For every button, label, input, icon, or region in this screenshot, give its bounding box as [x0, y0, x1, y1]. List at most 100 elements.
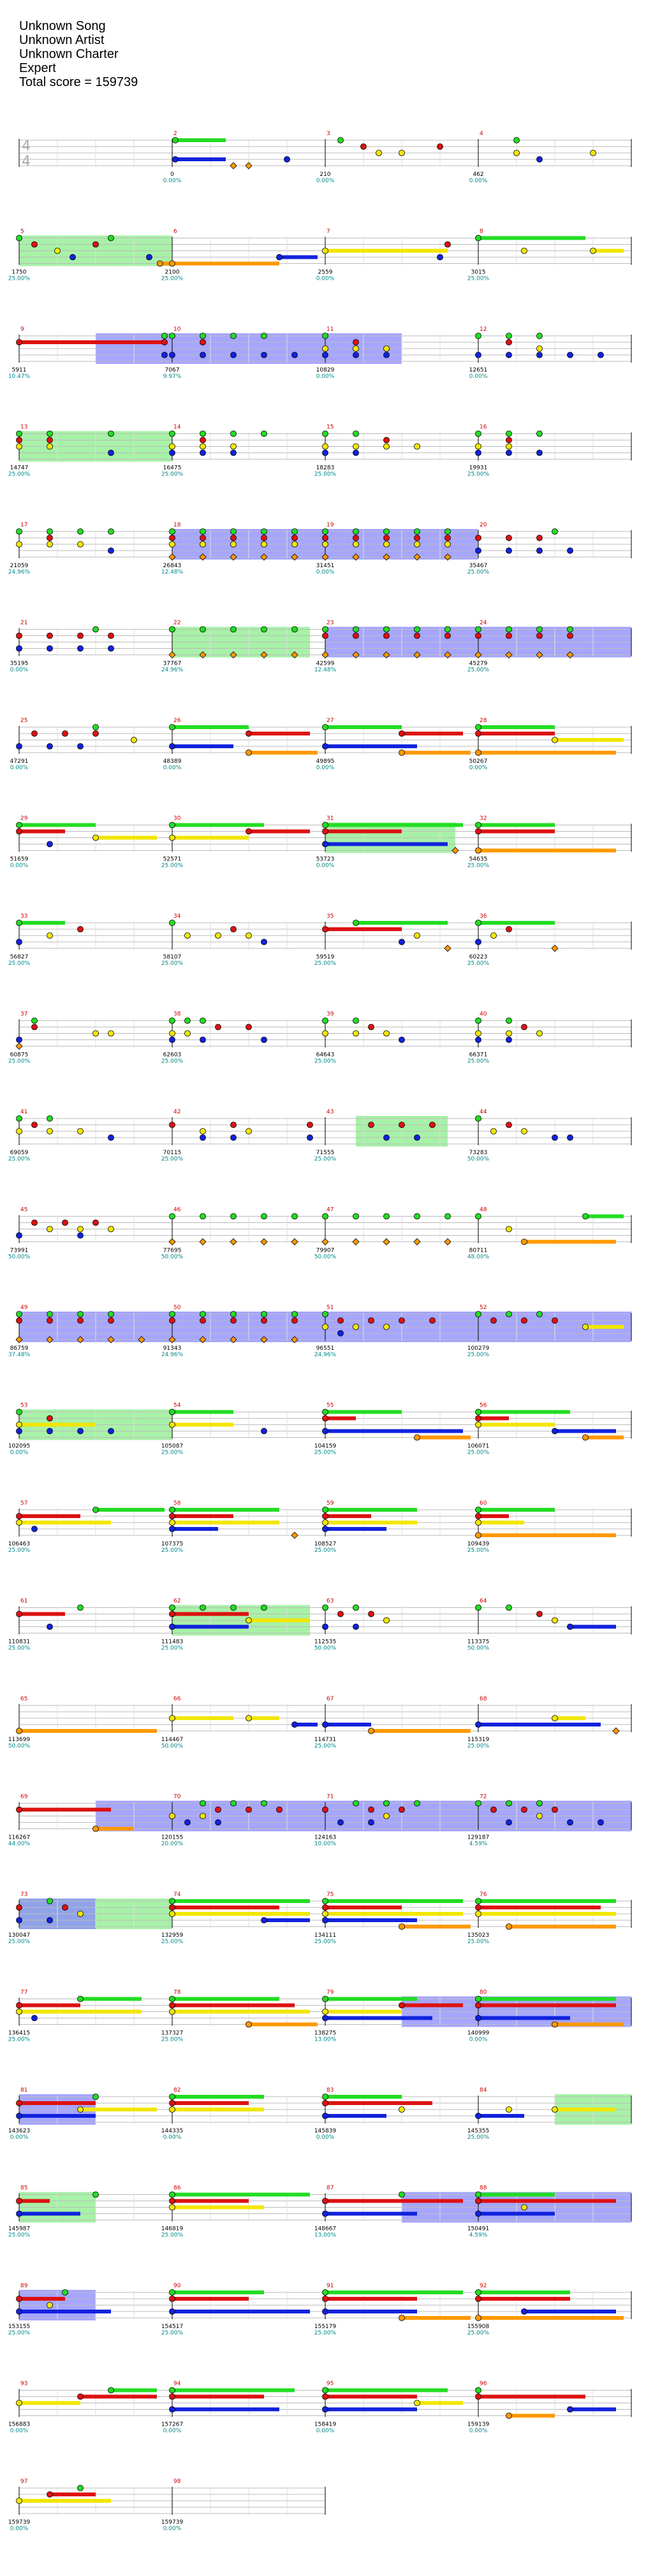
o-note: [582, 1434, 589, 1441]
sustain-note: [478, 1514, 509, 1518]
r-note: [506, 1122, 512, 1128]
g-note: [353, 430, 359, 437]
measure-number: 20: [480, 522, 487, 528]
r-note: [16, 632, 22, 639]
y-note: [475, 1421, 481, 1428]
measure-percent: 0.00%: [469, 373, 488, 380]
orange-note: [413, 1238, 421, 1246]
b-note: [475, 1721, 481, 1728]
r-note: [307, 1122, 313, 1128]
measure-percent: 25.00%: [467, 667, 490, 674]
sustain-note: [325, 2199, 463, 2203]
sustain-note: [80, 2394, 157, 2399]
r-note: [322, 2393, 328, 2400]
orange-note: [46, 1336, 54, 1343]
g-note: [169, 2289, 175, 2296]
sustain-note: [478, 1899, 616, 1903]
measure-percent: 0.00%: [163, 2428, 182, 2435]
b-note: [322, 1623, 328, 1630]
measure-score: 120155: [161, 1835, 183, 1841]
measure-score: 51659: [10, 857, 29, 863]
sustain-note: [478, 1723, 601, 1726]
g-note: [16, 821, 22, 829]
measure-number: 70: [173, 1794, 181, 1800]
measure-number: 80: [480, 1990, 487, 1996]
y-note: [414, 2399, 420, 2406]
y-note: [353, 345, 359, 352]
measure-number: 4: [480, 131, 483, 137]
orange-note: [321, 1238, 329, 1246]
b-note: [322, 1917, 328, 1923]
measure-score: 210: [319, 171, 330, 178]
o-note: [506, 2412, 512, 2419]
orange-note: [260, 1336, 268, 1343]
orange-note: [444, 651, 451, 659]
b-note: [475, 939, 481, 945]
g-note: [475, 920, 481, 926]
y-note: [77, 541, 84, 547]
sustain-note: [19, 2401, 80, 2405]
sustain-note: [478, 236, 585, 240]
sustain-note: [478, 1422, 555, 1427]
measure-number: 63: [326, 1598, 334, 1605]
y-note: [16, 2399, 22, 2406]
r-note: [200, 1317, 206, 1324]
b-note: [307, 1134, 313, 1141]
measure-score: 130047: [8, 1932, 30, 1939]
y-note: [47, 443, 53, 450]
orange-note: [505, 651, 513, 659]
orange-note: [536, 651, 543, 659]
g-note: [475, 1115, 481, 1122]
measure-number: 18: [173, 522, 181, 528]
r-note: [567, 632, 573, 639]
g-note: [261, 1311, 267, 1317]
b-note: [108, 645, 114, 652]
measure-number: 23: [326, 620, 334, 626]
g-note: [261, 333, 267, 339]
b-note: [521, 2308, 527, 2315]
orange-note: [413, 651, 421, 659]
r-note: [291, 535, 298, 541]
measure-score: 96551: [316, 1345, 335, 1352]
sustain-note: [19, 2211, 80, 2216]
sustain-note: [402, 751, 471, 755]
r-note: [169, 1904, 175, 1911]
y-note: [383, 1813, 390, 1820]
y-note: [169, 1911, 175, 1917]
g-note: [475, 724, 481, 730]
orange-note: [138, 1336, 145, 1343]
g-note: [184, 1017, 191, 1024]
y-note: [169, 2204, 175, 2211]
o-note: [169, 260, 175, 267]
g-note: [169, 1995, 175, 2002]
orange-note: [383, 651, 390, 659]
g-note: [322, 1213, 328, 1220]
g-note: [92, 2191, 99, 2198]
r-note: [490, 1317, 497, 1324]
sustain-note: [478, 725, 555, 729]
measure-number: 13: [20, 424, 27, 431]
r-note: [31, 241, 38, 248]
measure-score: 54635: [469, 857, 488, 863]
sustain-note: [172, 2108, 264, 2111]
y-note: [322, 1030, 328, 1037]
b-note: [47, 841, 53, 848]
measure-score: 21059: [10, 563, 29, 569]
o-note: [399, 749, 405, 756]
measure-percent: 4.59%: [469, 1841, 488, 1848]
r-note: [169, 2100, 175, 2106]
b-note: [536, 547, 543, 554]
measure-score: 50267: [469, 758, 488, 765]
r-note: [506, 535, 512, 541]
b-note: [475, 2015, 481, 2022]
g-note: [322, 2289, 328, 2296]
g-note: [414, 1800, 420, 1807]
measure-score: 107375: [161, 1541, 183, 1547]
r-note: [16, 1610, 22, 1617]
b-note: [77, 645, 84, 652]
b-note: [16, 1917, 22, 1923]
measure-number: 31: [326, 816, 334, 822]
r-note: [16, 2002, 22, 2009]
r-note: [475, 730, 481, 737]
